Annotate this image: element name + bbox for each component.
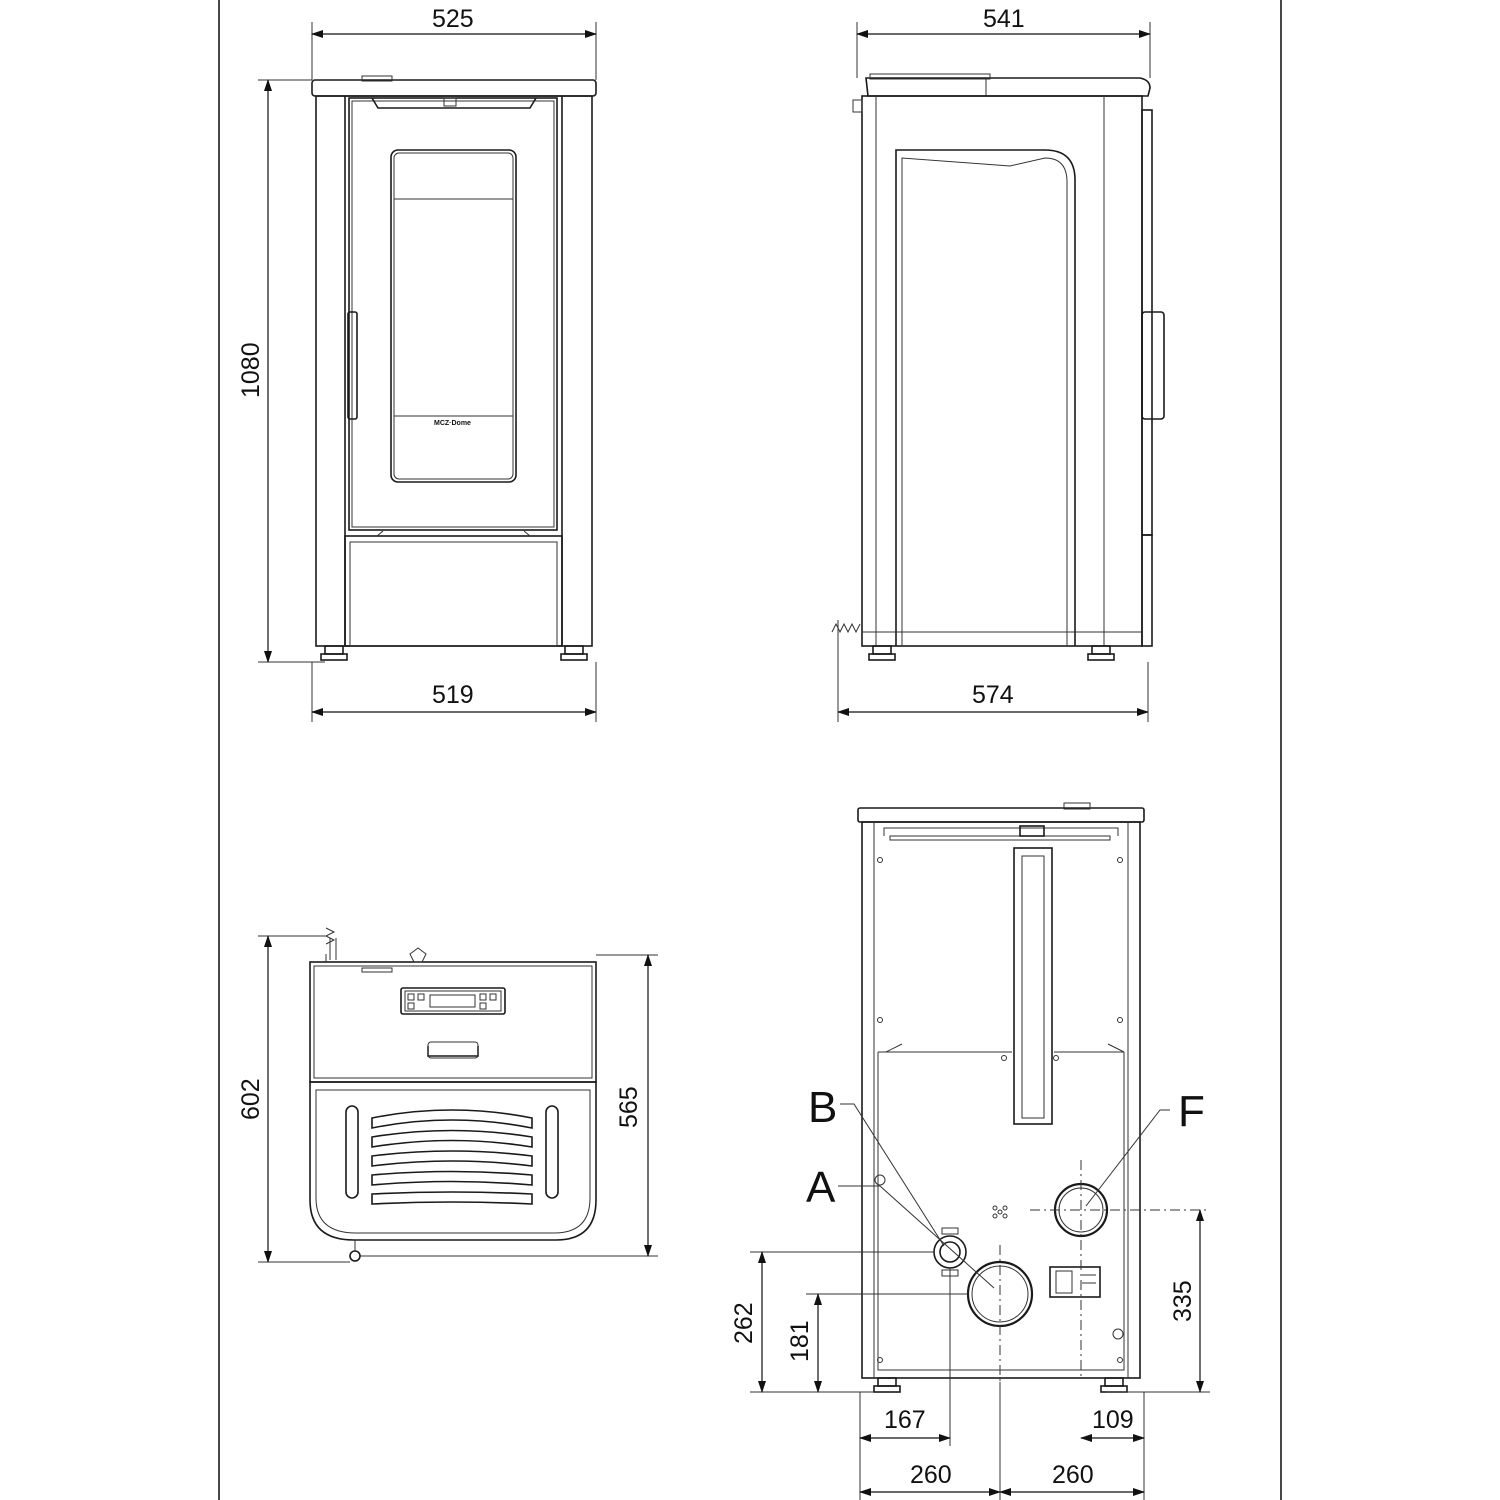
dim-height-b: 181 <box>786 1320 814 1362</box>
front-view: MCZ·Dome <box>311 75 597 661</box>
front-dimensions: 525 1080 519 <box>237 5 597 722</box>
label-f: F <box>1178 1087 1205 1136</box>
rear-dimensions: 262 181 335 167 109 260 260 <box>730 1209 1210 1500</box>
label-b: B <box>808 1083 837 1132</box>
dim-front-width-top: 525 <box>432 5 474 33</box>
dim-offset-left: 167 <box>884 1406 926 1434</box>
dim-side-depth-bottom: 574 <box>972 681 1014 709</box>
dim-top-depth-body: 565 <box>615 1086 643 1128</box>
dim-offset-right: 109 <box>1092 1406 1134 1434</box>
dim-side-depth-top: 541 <box>983 5 1025 33</box>
top-dimensions: 602 565 <box>237 935 658 1263</box>
dim-half-left: 260 <box>910 1461 952 1489</box>
side-dimensions: 541 574 <box>837 5 1151 722</box>
front-logo: MCZ·Dome <box>434 420 471 427</box>
rear-view <box>857 802 1210 1393</box>
rear-labels: B A F <box>806 1083 1205 1289</box>
dim-front-height: 1080 <box>237 342 265 398</box>
top-view <box>309 927 597 1262</box>
label-a: A <box>806 1163 836 1212</box>
dim-height-a: 262 <box>730 1302 758 1344</box>
side-view <box>831 73 1165 661</box>
dim-top-depth-total: 602 <box>237 1078 265 1120</box>
dim-front-width-bottom: 519 <box>432 681 474 709</box>
dim-height-f: 335 <box>1169 1280 1197 1322</box>
dim-half-right: 260 <box>1052 1461 1094 1489</box>
